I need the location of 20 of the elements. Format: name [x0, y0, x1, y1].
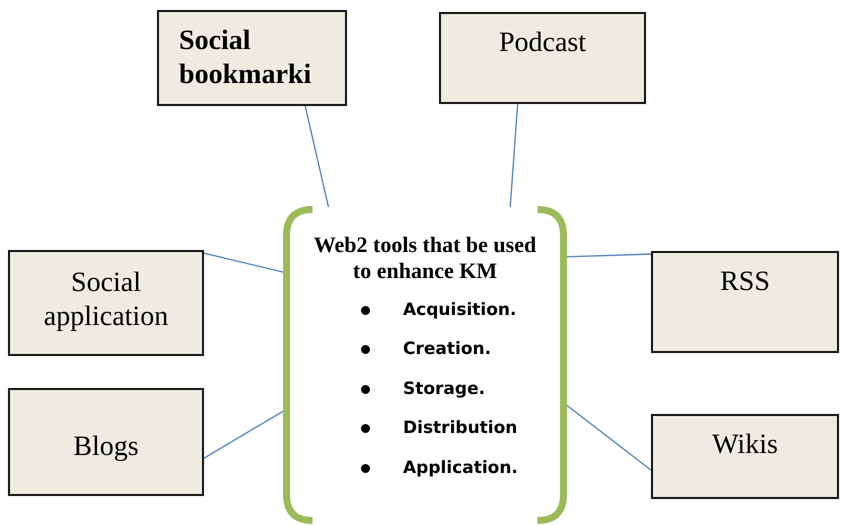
topic-label: RSS — [720, 265, 770, 299]
list-item: Acquisition. — [403, 300, 516, 320]
connector-line — [510, 104, 518, 208]
topic-box — [439, 12, 646, 104]
topic-label: Podcast — [498, 26, 586, 60]
list-item: Application. — [403, 458, 518, 478]
topic-label: Blogs — [73, 430, 139, 464]
topic-box — [651, 251, 839, 353]
topic-label: Social bookmarki — [179, 24, 312, 92]
topic-box — [8, 388, 204, 496]
list-item: Creation. — [403, 339, 492, 360]
topic-label: Social application — [42, 266, 170, 334]
connector-line — [304, 106, 330, 208]
topic-box — [8, 250, 204, 356]
topic-label: Wikis — [712, 428, 778, 462]
list-item: Distribution — [403, 418, 518, 438]
list-item: Storage. — [403, 378, 486, 399]
topic-box — [651, 414, 839, 499]
topic-box — [157, 10, 347, 106]
hub-heading: Web2 tools that be used to enhance KM — [312, 232, 538, 285]
